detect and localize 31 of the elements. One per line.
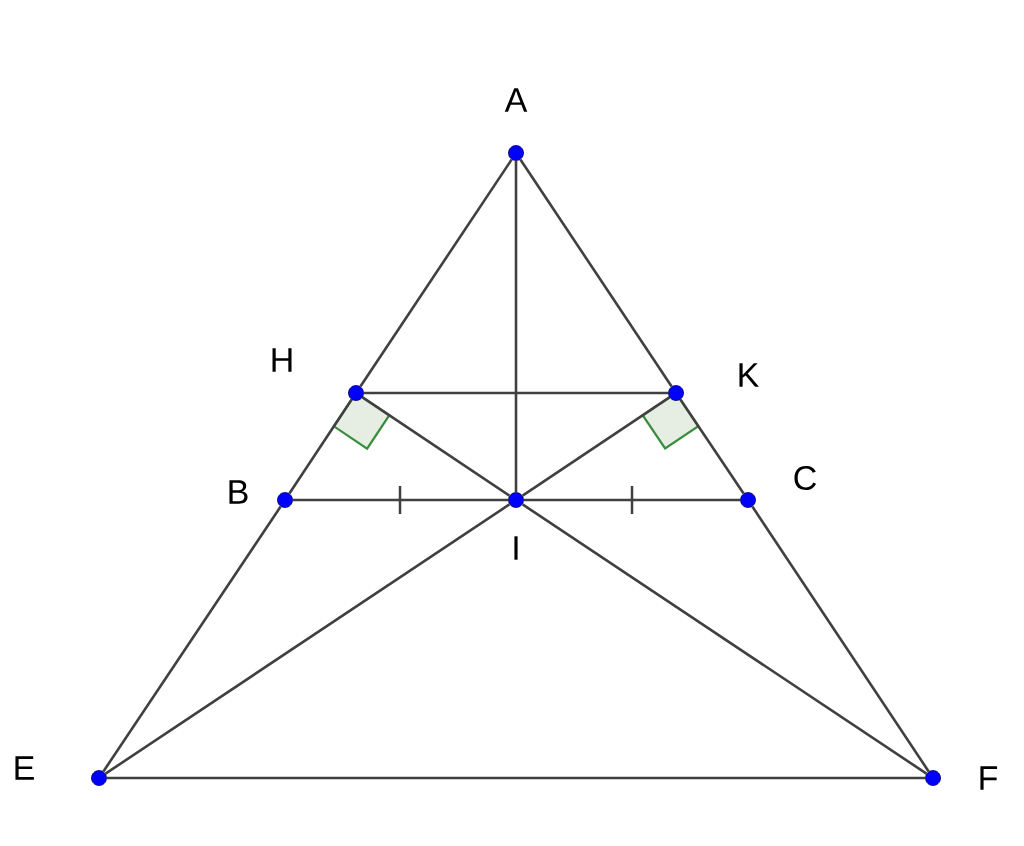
point-label: K xyxy=(739,363,759,387)
segment xyxy=(106,776,926,780)
point-label: B xyxy=(229,480,248,504)
segment xyxy=(359,158,513,388)
point-label: I xyxy=(514,536,518,560)
segment xyxy=(751,505,930,773)
segment xyxy=(679,398,745,495)
segment xyxy=(521,396,671,497)
point-label: F xyxy=(980,766,998,790)
point xyxy=(668,385,684,401)
segment xyxy=(292,498,509,502)
point xyxy=(740,492,756,508)
point xyxy=(91,770,107,786)
point-label: A xyxy=(504,88,528,112)
segment xyxy=(102,505,282,773)
segment xyxy=(363,391,669,395)
segment xyxy=(288,398,353,495)
point xyxy=(508,492,524,508)
point-label: E xyxy=(15,756,34,780)
point-label: H xyxy=(272,348,292,372)
segment xyxy=(523,498,741,502)
segment xyxy=(521,503,928,775)
segment xyxy=(361,396,511,497)
point xyxy=(348,385,364,401)
point xyxy=(508,145,524,161)
segment xyxy=(519,158,673,388)
point-label: C xyxy=(794,465,816,491)
point xyxy=(925,770,941,786)
segment xyxy=(104,503,511,775)
segment xyxy=(514,160,518,493)
point xyxy=(277,492,293,508)
